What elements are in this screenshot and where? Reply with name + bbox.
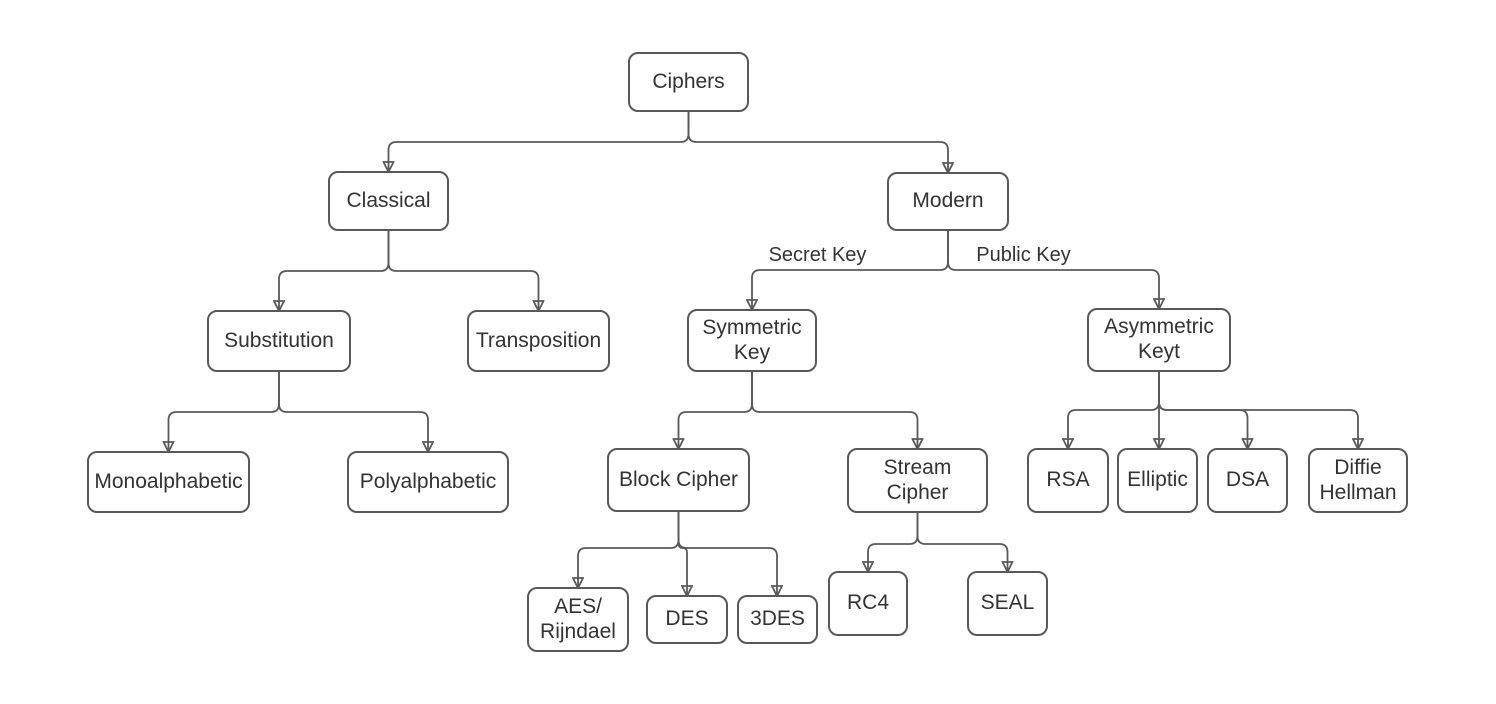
node-modern[interactable]: Modern [887,172,1009,231]
node-3des[interactable]: 3DES [737,595,818,644]
node-symmetric-key[interactable]: Symmetric Key [687,309,817,372]
node-transposition[interactable]: Transposition [467,310,610,372]
connector-classical-transposition [387,231,539,310]
node-aes-rijndael[interactable]: AES/ Rijndael [527,587,629,652]
connector-ciphers-classical [389,112,690,171]
node-asymmetric-keyt[interactable]: Asymmetric Keyt [1087,308,1231,372]
node-monoalphabetic[interactable]: Monoalphabetic [87,451,250,513]
connector-symmetric-block [679,372,753,448]
node-classical[interactable]: Classical [328,171,449,231]
connector-symmetric-stream [751,372,918,448]
node-polyalphabetic[interactable]: Polyalphabetic [347,451,509,513]
connector-block-aes [578,512,680,587]
connector-substitution-monoalphabetic [169,372,280,451]
node-ciphers[interactable]: Ciphers [628,52,749,112]
node-rsa[interactable]: RSA [1027,448,1109,513]
node-des[interactable]: DES [646,595,728,644]
node-seal[interactable]: SEAL [967,571,1048,636]
edge-label-public-key: Public Key [976,244,1071,266]
connector-ciphers-modern [687,112,949,172]
connector-asymmetric-rsa [1068,372,1160,448]
node-elliptic[interactable]: Elliptic [1117,448,1198,513]
connector-modern-asymmetric [947,231,1159,308]
connector-block-des [677,512,688,595]
connector-substitution-polyalphabetic [278,372,428,451]
edge-label-secret-key: Secret Key [768,244,867,266]
node-stream-cipher[interactable]: Stream Cipher [847,448,988,513]
connector-stream-rc4 [868,513,919,571]
node-substitution[interactable]: Substitution [207,310,351,372]
node-diffie-hellman[interactable]: Diffie Hellman [1308,448,1408,513]
node-rc4[interactable]: RC4 [828,571,908,636]
connector-asymmetric-diffie [1158,372,1358,448]
connector-modern-symmetric [752,231,949,309]
connector-stream-seal [916,513,1008,571]
connector-block-3des [677,512,778,595]
node-dsa[interactable]: DSA [1207,448,1288,513]
connector-classical-substitution [279,231,390,310]
node-block-cipher[interactable]: Block Cipher [607,448,750,512]
